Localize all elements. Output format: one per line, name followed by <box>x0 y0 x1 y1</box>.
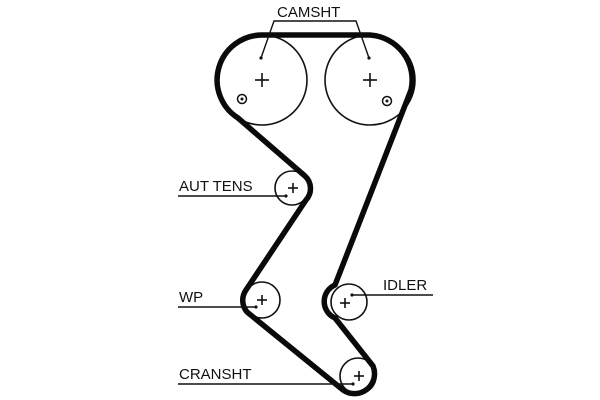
auto-tensioner-label: AUT TENS <box>179 178 253 195</box>
crankshaft-label: CRANSHT <box>179 366 252 383</box>
water-pump-pulley <box>243 281 281 319</box>
camshaft-leader <box>260 20 370 59</box>
idler-label: IDLER <box>383 277 427 294</box>
timing-mark-icon <box>381 95 393 107</box>
water-pump-label: WP <box>179 289 203 306</box>
idler-pulley <box>330 283 368 321</box>
camshaft-label: CAMSHT <box>277 4 340 21</box>
timing-belt <box>214 32 415 397</box>
timing-mark-icon <box>236 93 248 105</box>
camshaft-right-pulley <box>324 34 416 126</box>
